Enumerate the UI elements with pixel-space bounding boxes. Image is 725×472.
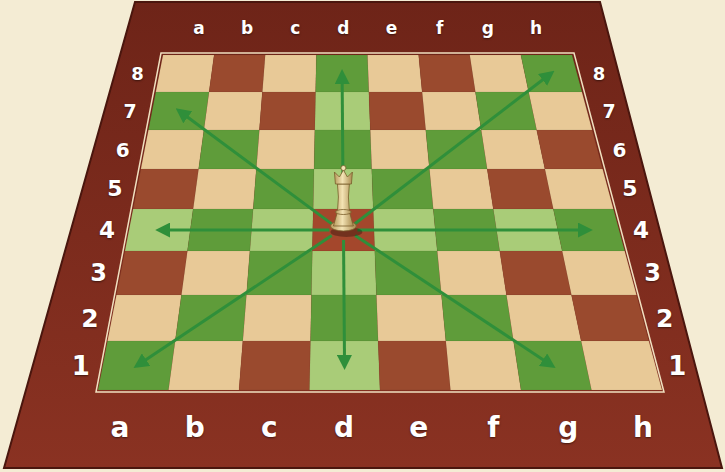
board-square bbox=[156, 55, 214, 92]
rank-number: 1 bbox=[72, 353, 90, 379]
file-letter: h bbox=[530, 20, 542, 37]
rank-number: 8 bbox=[131, 65, 144, 83]
rank-number: 2 bbox=[656, 306, 673, 331]
rank-number: 8 bbox=[593, 65, 606, 83]
board-square bbox=[419, 55, 476, 92]
queen-body bbox=[333, 184, 353, 226]
board-square bbox=[378, 341, 450, 390]
rank-number: 3 bbox=[644, 261, 661, 285]
file-letter: g bbox=[482, 20, 494, 37]
move-arrow bbox=[344, 240, 345, 366]
move-arrow bbox=[355, 235, 552, 365]
board-square bbox=[500, 251, 572, 295]
board-square bbox=[141, 130, 204, 169]
file-letter: f bbox=[487, 414, 499, 442]
file-letter: f bbox=[436, 20, 443, 37]
file-letter: b bbox=[241, 20, 253, 37]
file-letter: c bbox=[261, 414, 278, 442]
rank-number: 4 bbox=[633, 219, 649, 242]
rank-number: 5 bbox=[107, 178, 122, 200]
board-frame bbox=[4, 2, 722, 468]
rank-number: 6 bbox=[116, 140, 130, 160]
rank-number: 2 bbox=[81, 306, 98, 331]
file-letter: h bbox=[633, 414, 653, 442]
board-square bbox=[481, 130, 545, 169]
board-square bbox=[571, 295, 648, 341]
board-square bbox=[470, 55, 529, 92]
file-letter: d bbox=[337, 20, 349, 37]
board-square bbox=[529, 92, 592, 130]
move-arrow bbox=[160, 229, 330, 232]
board-square bbox=[537, 130, 603, 169]
board-square bbox=[545, 169, 613, 209]
board-square bbox=[193, 169, 256, 209]
board-square bbox=[506, 295, 581, 341]
board-edge bbox=[96, 53, 664, 392]
queen-piece bbox=[330, 166, 362, 238]
board-square bbox=[148, 92, 209, 130]
file-letter: c bbox=[290, 20, 300, 37]
file-letter: a bbox=[193, 20, 204, 37]
move-arrow bbox=[137, 235, 331, 365]
board-squares bbox=[98, 55, 662, 390]
board-square bbox=[376, 295, 445, 341]
board-square bbox=[169, 341, 243, 390]
rank-number: 7 bbox=[602, 102, 615, 121]
rank-number: 1 bbox=[668, 353, 686, 379]
file-letter: a bbox=[111, 414, 130, 442]
board-square bbox=[204, 92, 262, 130]
board-square bbox=[262, 55, 316, 92]
file-letter: e bbox=[409, 414, 428, 442]
board-square bbox=[437, 251, 506, 295]
queen-top bbox=[341, 166, 346, 171]
board-square bbox=[243, 295, 312, 341]
board-square bbox=[108, 295, 182, 341]
board-square bbox=[256, 130, 315, 169]
queen-crown bbox=[334, 170, 352, 184]
board-square bbox=[116, 251, 187, 295]
board-square bbox=[422, 92, 481, 130]
board-square bbox=[181, 251, 249, 295]
board-square bbox=[368, 55, 423, 92]
queen-move-arrows bbox=[137, 74, 588, 366]
board-square bbox=[521, 55, 582, 92]
board-square bbox=[375, 251, 442, 295]
move-arrow bbox=[179, 111, 332, 224]
file-letter: d bbox=[334, 414, 354, 442]
rank-number: 3 bbox=[90, 261, 107, 285]
board-square bbox=[446, 341, 521, 390]
board-square bbox=[429, 169, 493, 209]
board-square bbox=[259, 92, 315, 130]
rank-number: 6 bbox=[612, 140, 626, 160]
board-square bbox=[562, 251, 636, 295]
file-letter: e bbox=[386, 20, 398, 37]
board-square bbox=[246, 251, 312, 295]
queen-collar bbox=[335, 210, 351, 215]
board-square bbox=[209, 55, 265, 92]
rank-number: 4 bbox=[99, 219, 115, 242]
rank-number: 7 bbox=[124, 102, 137, 121]
file-letter: b bbox=[185, 414, 205, 442]
board-square bbox=[239, 341, 311, 390]
move-arrow bbox=[357, 229, 588, 232]
move-arrow bbox=[355, 74, 551, 224]
board-square bbox=[581, 341, 662, 390]
board-square bbox=[369, 92, 426, 130]
rank-number: 5 bbox=[622, 178, 637, 200]
file-letter: g bbox=[558, 414, 578, 442]
board-square bbox=[487, 169, 553, 209]
board-square bbox=[133, 169, 198, 209]
board-square bbox=[370, 130, 429, 169]
